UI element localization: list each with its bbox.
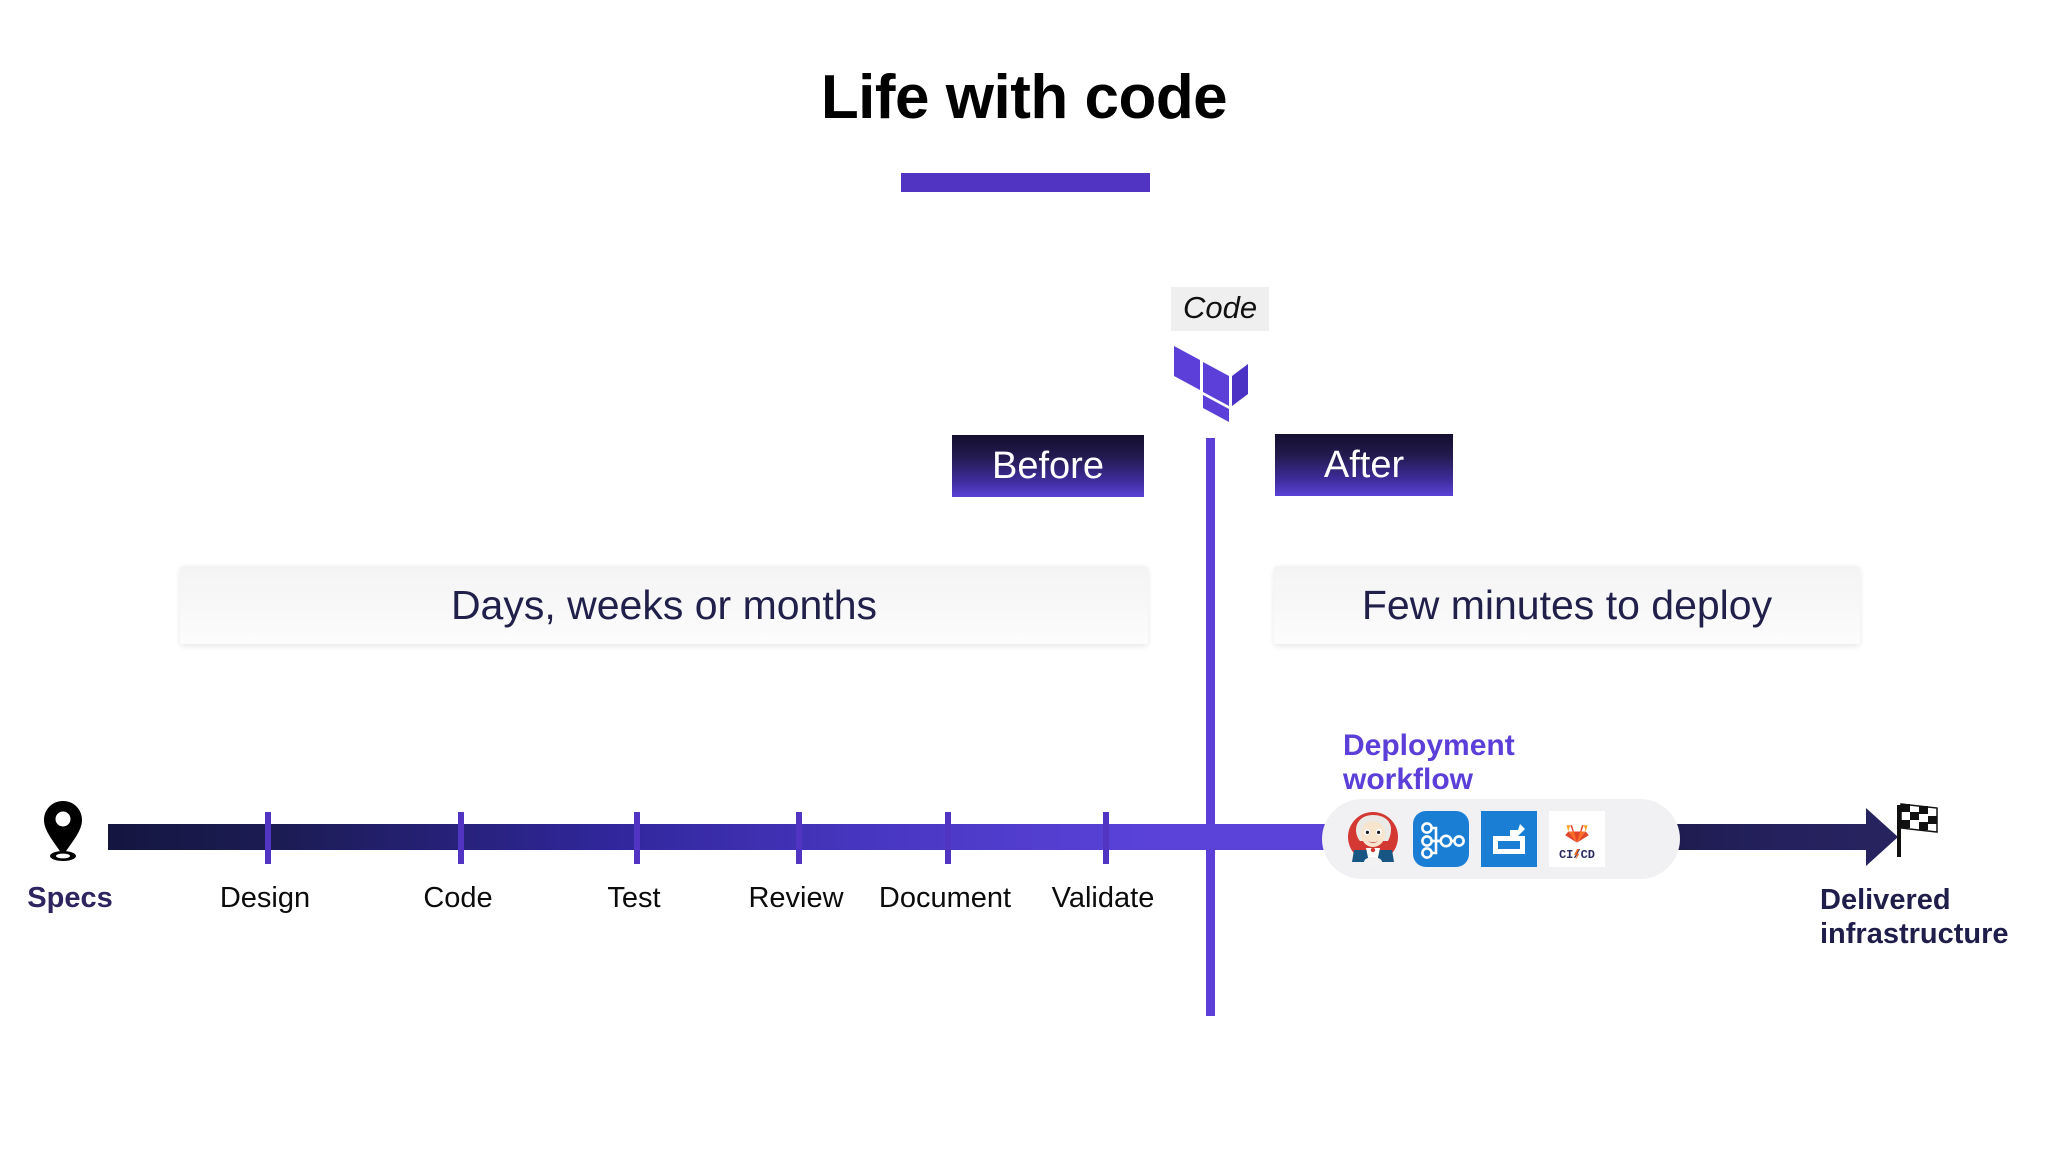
timeline-arrowhead-icon <box>1866 808 1898 866</box>
timeline-stage-label-review: Review <box>748 882 844 914</box>
terraform-logo <box>1172 338 1250 423</box>
timeline-end-label-line1: Delivered <box>1820 884 1951 916</box>
duration-card-before: Days, weeks or months <box>180 566 1148 644</box>
deployment-workflow-label-line1: Deployment <box>1343 729 1515 762</box>
checkered-flag-icon <box>1889 799 1945 859</box>
timeline-end-label-line2: infrastructure <box>1820 917 2009 950</box>
timeline-tick-1 <box>458 812 464 864</box>
deployment-workflow-label-line2: workflow <box>1343 762 1474 796</box>
timeline-tick-2 <box>634 812 640 864</box>
timeline-stage-label-design: Design <box>219 882 311 914</box>
timeline-stage-label-document: Document <box>878 882 1012 914</box>
timeline-stage-label-validate: Validate <box>1051 882 1155 914</box>
before-after-divider <box>1206 438 1215 1016</box>
timeline-stage-label-specs: Specs <box>27 882 113 914</box>
timeline-tick-0 <box>265 812 271 864</box>
timeline-tick-4 <box>945 812 951 864</box>
timeline-end-label: Delivered infrastructure <box>1820 884 2048 951</box>
jenkins-icon[interactable] <box>1344 810 1402 868</box>
deployment-workflow-label: Deployment workflow <box>1343 729 1583 797</box>
page-title: Life with code <box>820 63 1228 132</box>
timeline-stage-label-test: Test <box>607 882 661 914</box>
timeline-tick-5 <box>1103 812 1109 864</box>
azure-pipelines-icon[interactable] <box>1412 810 1470 868</box>
title-underline <box>901 173 1150 192</box>
circleci-icon[interactable] <box>1480 810 1538 868</box>
timeline-bar-before <box>108 824 1343 850</box>
location-pin-icon <box>42 800 84 862</box>
duration-card-after: Few minutes to deploy <box>1274 566 1860 644</box>
gitlab-cicd-icon[interactable]: CI/CD <box>1548 810 1606 868</box>
phase-badge-before: Before <box>952 435 1144 497</box>
timeline-tick-3 <box>796 812 802 864</box>
timeline-bar-after <box>1655 824 1870 850</box>
phase-badge-after: After <box>1275 434 1453 496</box>
deployment-tools-pill: CI/CD <box>1322 799 1680 879</box>
timeline-stage-label-code: Code <box>423 882 493 914</box>
code-marker-label: Code <box>1171 287 1270 331</box>
